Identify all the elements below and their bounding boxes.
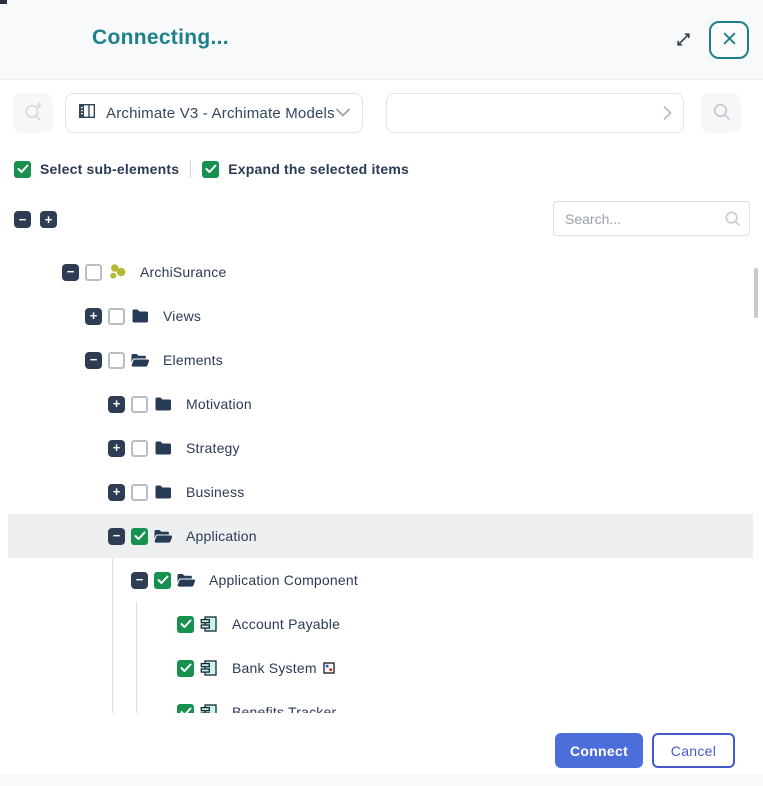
- tree-guide-line: [136, 602, 137, 713]
- node-label: Views: [163, 308, 202, 324]
- node-label: ArchiSurance: [140, 264, 227, 280]
- model-icon: [78, 102, 96, 125]
- app-component-icon: [199, 615, 219, 633]
- dialog-title: Connecting...: [92, 26, 229, 49]
- folder-closed-icon: [153, 483, 173, 501]
- node-label: Application Component: [209, 572, 358, 588]
- search-icon: [723, 209, 742, 233]
- path-input-wrap: [386, 93, 684, 133]
- collapse-node-icon[interactable]: [108, 527, 125, 545]
- path-input[interactable]: [386, 93, 684, 133]
- app-component-icon: [199, 703, 219, 713]
- options-divider: [190, 160, 192, 178]
- expand-node-icon[interactable]: [108, 395, 125, 413]
- node-label: Bank System: [232, 660, 317, 676]
- app-component-icon: [199, 659, 219, 677]
- search-plus-icon: [22, 101, 44, 126]
- model-select[interactable]: Archimate V3 - Archimate Models: [65, 93, 363, 133]
- node-label: Benefits Tracker: [232, 704, 337, 713]
- tree-row[interactable]: Business: [0, 470, 763, 514]
- connect-button[interactable]: Connect: [555, 733, 643, 768]
- node-checkbox[interactable]: [177, 659, 194, 677]
- node-checkbox[interactable]: [108, 351, 125, 369]
- node-checkbox[interactable]: [131, 395, 148, 413]
- chevron-down-icon: [336, 104, 350, 122]
- node-checkbox[interactable]: [131, 527, 148, 545]
- tree-row[interactable]: Elements: [0, 338, 763, 382]
- tree-row[interactable]: Application Component: [0, 558, 763, 602]
- close-x-icon: [722, 31, 737, 49]
- tree-row[interactable]: Application: [0, 514, 763, 558]
- model-select-value: Archimate V3 - Archimate Models: [106, 104, 335, 122]
- expand-diagonal-icon: [675, 33, 692, 51]
- collapse-node-icon[interactable]: [131, 571, 148, 589]
- tree-scrollbar[interactable]: [754, 268, 758, 318]
- collapse-node-icon[interactable]: [62, 263, 79, 281]
- tree: ArchiSuranceViewsElementsMotivationStrat…: [0, 250, 763, 713]
- node-checkbox[interactable]: [85, 263, 102, 281]
- node-label: Elements: [163, 352, 223, 368]
- expand-node-icon[interactable]: [108, 483, 125, 501]
- expand-dialog-button[interactable]: [672, 30, 694, 52]
- folder-closed-icon: [130, 307, 150, 325]
- node-label: Strategy: [186, 440, 240, 456]
- tree-search-input[interactable]: [553, 201, 750, 236]
- node-checkbox[interactable]: [154, 571, 171, 589]
- option-select-sub-elements[interactable]: Select sub-elements: [14, 160, 180, 178]
- tree-search-wrap: [553, 201, 750, 236]
- tree-row[interactable]: ArchiSurance: [0, 250, 763, 294]
- node-label: Motivation: [186, 396, 252, 412]
- node-label: Business: [186, 484, 245, 500]
- advanced-search-button[interactable]: [13, 93, 53, 133]
- node-label: Application: [186, 528, 257, 544]
- tree-row[interactable]: Strategy: [0, 426, 763, 470]
- dialog-header: Connecting...: [0, 0, 763, 80]
- tree-row[interactable]: Benefits Tracker: [0, 690, 763, 713]
- node-checkbox[interactable]: [131, 483, 148, 501]
- expand-node-icon[interactable]: [108, 439, 125, 457]
- node-label: Account Payable: [232, 616, 341, 632]
- select-sub-elements-checkbox[interactable]: [14, 160, 31, 178]
- expand-node-icon[interactable]: [85, 307, 102, 325]
- tree-row[interactable]: Bank System: [0, 646, 763, 690]
- tree-row[interactable]: Views: [0, 294, 763, 338]
- node-checkbox[interactable]: [177, 615, 194, 633]
- expand-all-button[interactable]: [40, 211, 57, 228]
- options-row: Select sub-elements Expand the selected …: [14, 160, 409, 178]
- node-checkbox[interactable]: [177, 703, 194, 713]
- search-button[interactable]: [701, 93, 741, 133]
- tree-guide-line: [112, 558, 113, 713]
- tree-row[interactable]: Account Payable: [0, 602, 763, 646]
- cancel-button[interactable]: Cancel: [652, 733, 735, 768]
- background-page-corner: [0, 0, 7, 4]
- select-sub-elements-label: Select sub-elements: [40, 161, 180, 177]
- node-checkbox[interactable]: [108, 307, 125, 325]
- model-ref-icon: [323, 662, 335, 674]
- folder-closed-icon: [153, 395, 173, 413]
- close-dialog-button[interactable]: [709, 21, 749, 59]
- folder-open-icon: [176, 571, 196, 589]
- tree-row[interactable]: Motivation: [0, 382, 763, 426]
- archisurance-icon: [107, 263, 127, 281]
- expand-selected-checkbox[interactable]: [202, 160, 220, 178]
- search-icon: [711, 101, 732, 125]
- option-expand-selected[interactable]: Expand the selected items: [202, 160, 410, 178]
- folder-open-icon: [130, 351, 150, 369]
- collapse-all-button[interactable]: [14, 211, 31, 228]
- node-checkbox[interactable]: [131, 439, 148, 457]
- page-background-strip: [0, 774, 763, 786]
- expand-selected-label: Expand the selected items: [228, 161, 410, 177]
- folder-closed-icon: [153, 439, 173, 457]
- folder-open-icon: [153, 527, 173, 545]
- collapse-node-icon[interactable]: [85, 351, 102, 369]
